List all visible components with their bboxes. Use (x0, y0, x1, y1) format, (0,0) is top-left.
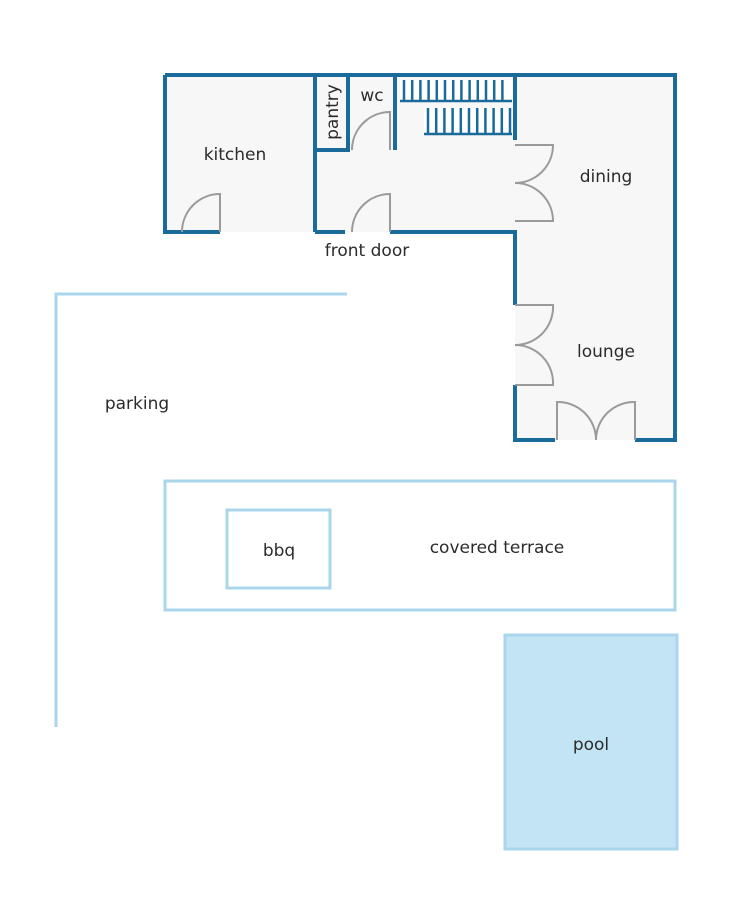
front-door-label: front door (325, 241, 409, 261)
kitchen-door (181, 192, 221, 233)
dining-label: dining (580, 167, 633, 187)
parking-label: parking (105, 394, 169, 414)
dining-door (514, 144, 555, 222)
pantry-label: pantry (323, 84, 343, 140)
lounge-label: lounge (577, 342, 635, 362)
house-walls (163, 73, 677, 442)
house-floor (165, 75, 675, 440)
lounge-patio-door (556, 400, 636, 441)
staircase (400, 80, 512, 136)
bbq-area (225, 508, 332, 590)
parking-outline (54, 292, 347, 727)
pool-label: pool (573, 735, 609, 755)
bbq-label: bbq (263, 541, 295, 561)
front-door-swing (351, 192, 391, 233)
covered-terrace-label: covered terrace (430, 538, 565, 558)
wc-door (351, 110, 391, 151)
kitchen-label: kitchen (204, 145, 267, 165)
wc-label: wc (360, 86, 383, 106)
lounge-side-door (514, 304, 555, 386)
pool (503, 633, 679, 851)
doors (181, 110, 636, 441)
covered-terrace (163, 479, 677, 612)
